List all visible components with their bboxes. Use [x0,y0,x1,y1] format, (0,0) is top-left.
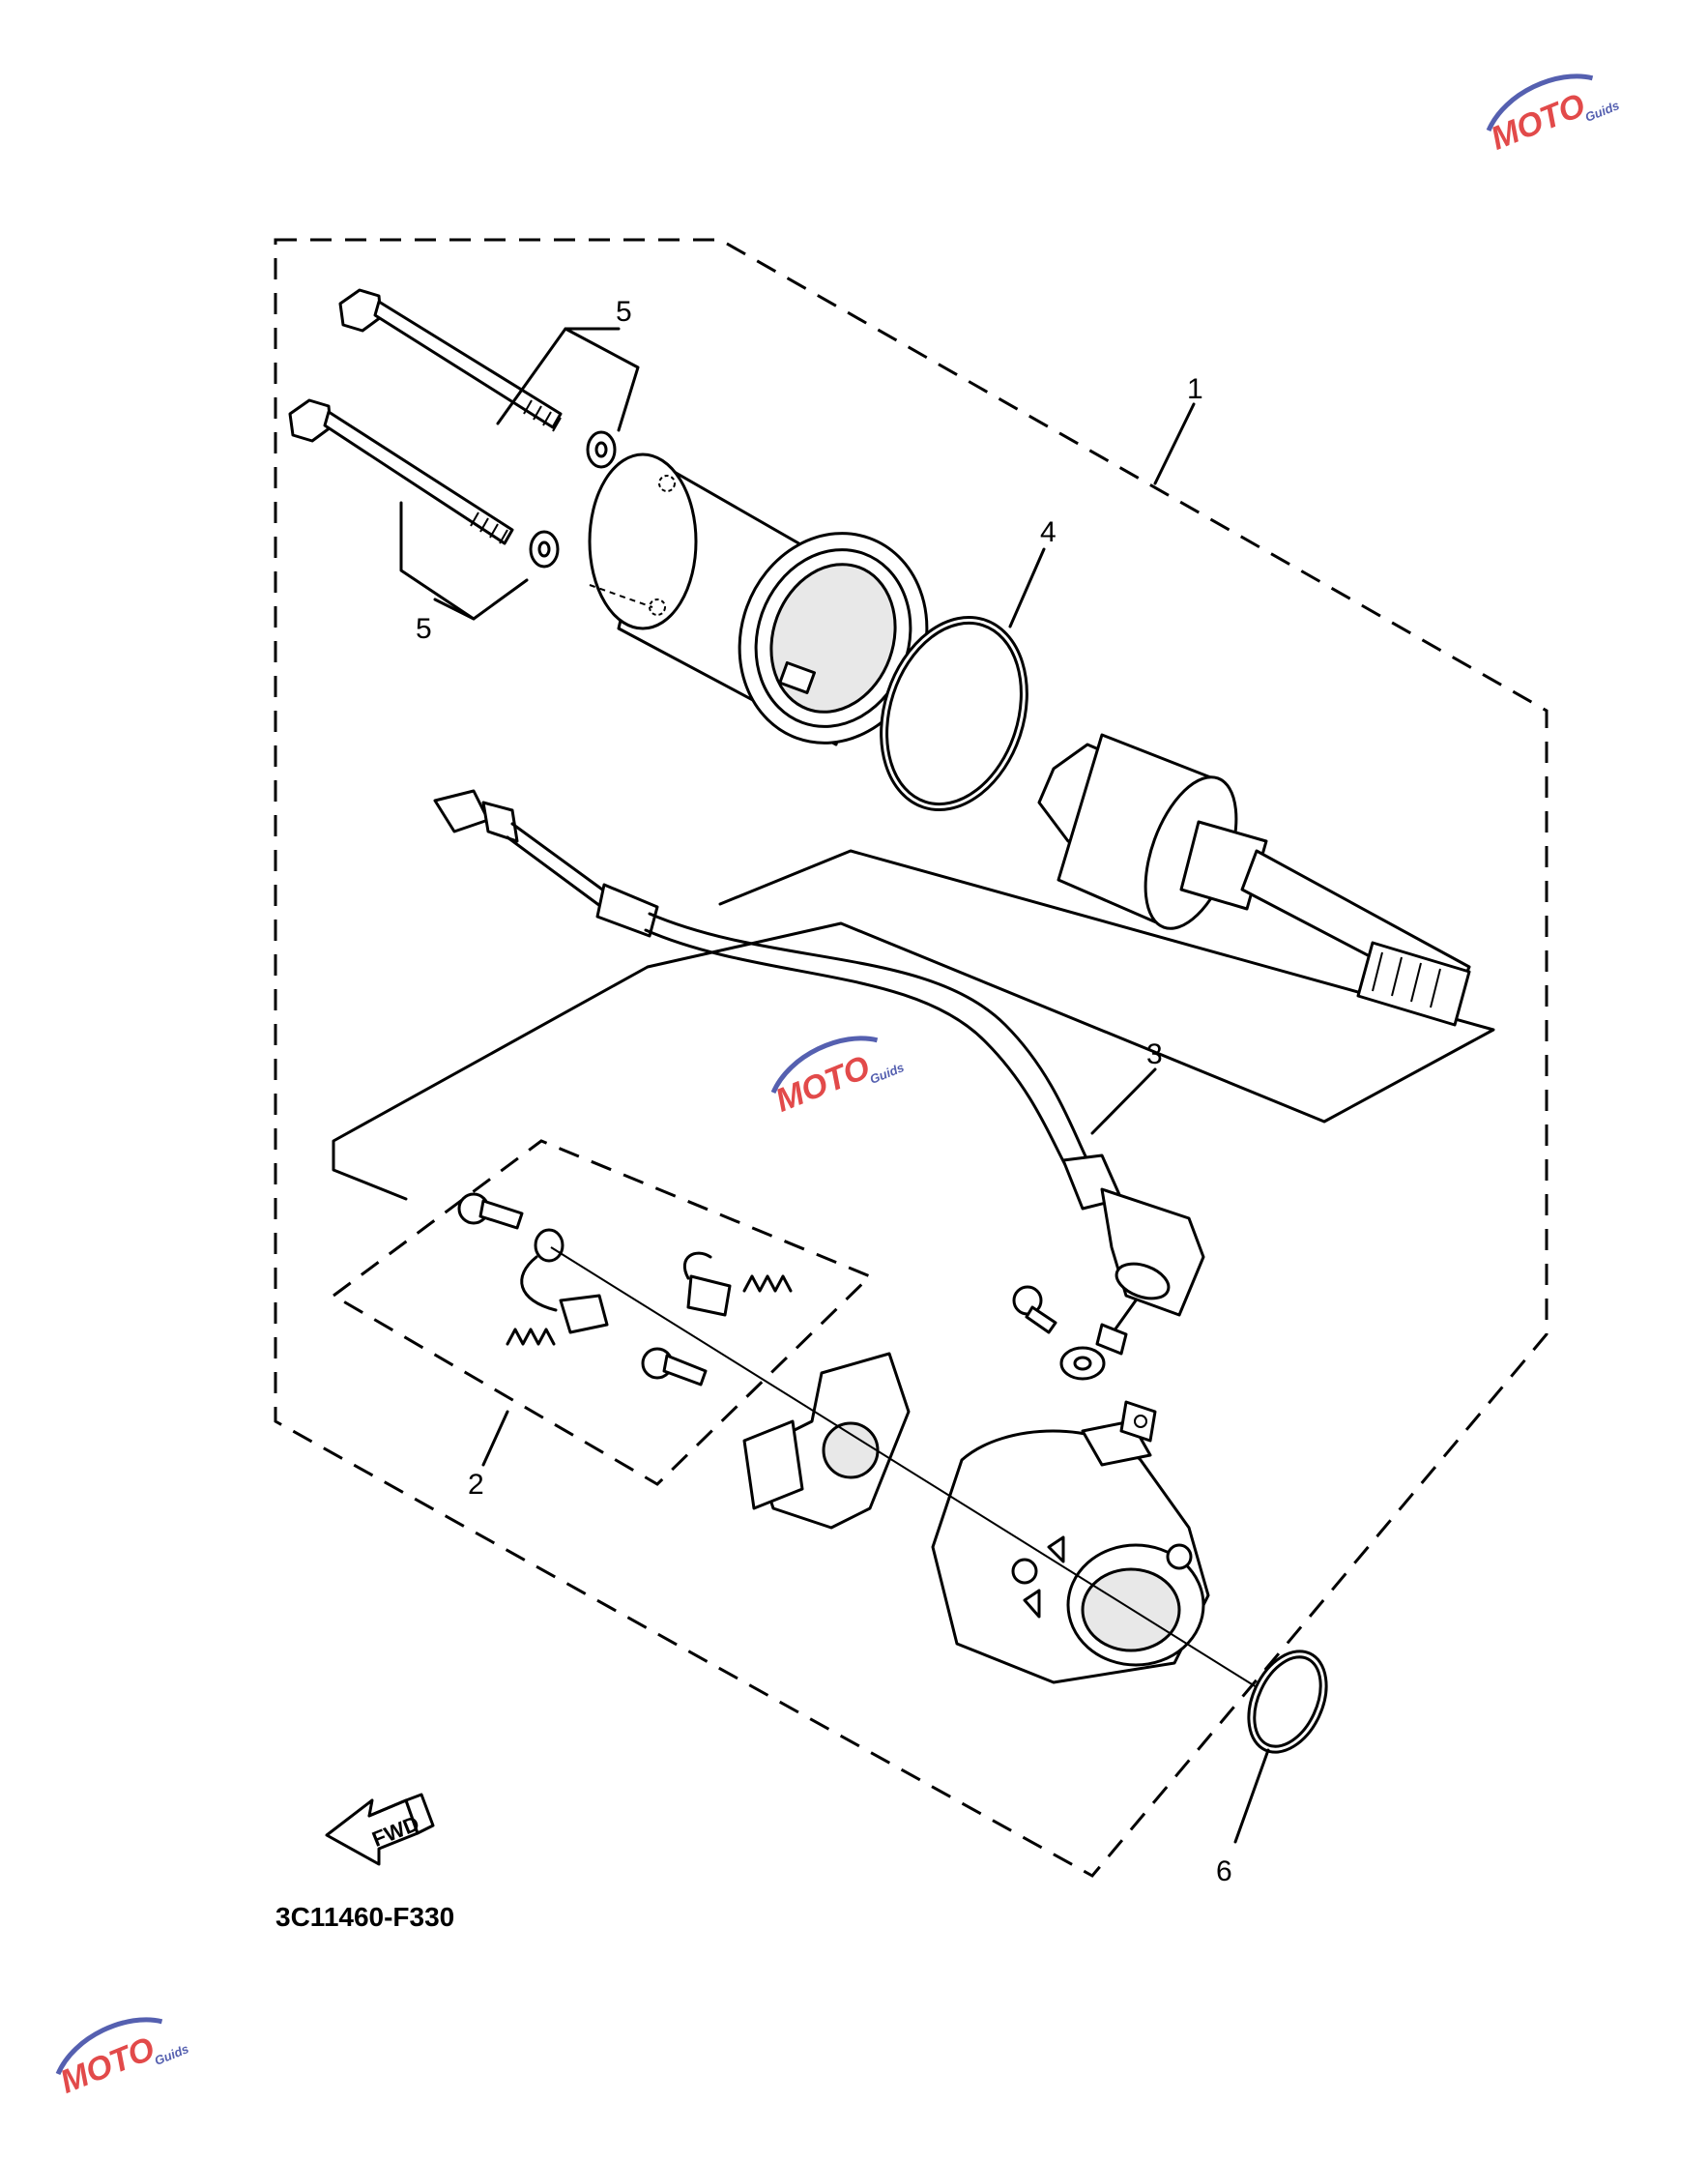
svg-text:Guids: Guids [1583,98,1622,125]
brush-holder-screw [457,1192,524,1230]
callout-5-lower: 5 [416,613,432,645]
washer-lower [529,530,560,569]
watermark-logo-top: MOTO Guids [1486,73,1622,158]
svg-text:Guids: Guids [153,2041,191,2068]
callout-1: 1 [1187,373,1203,405]
armature-frame [332,849,1495,1201]
brush-spring-upper [742,1274,793,1293]
front-cover [931,1400,1210,1684]
callout-5-lower-bracket [399,501,529,621]
callout-4: 4 [1040,516,1057,548]
o-ring-4 [880,615,1028,812]
callout-3: 3 [1146,1038,1163,1070]
brush-plate-screw [641,1347,708,1387]
diagram-code: 3C11460-F330 [275,1902,454,1932]
terminal-screw [1012,1285,1057,1334]
callout-2: 2 [468,1469,484,1501]
brush-holder-plate [742,1352,911,1530]
lead-wire [433,789,1205,1381]
through-bolt-lower [288,398,514,545]
callout-6-leader [1233,1748,1270,1844]
brush-spring-lower [506,1328,556,1346]
callout-4-leader [1008,547,1046,628]
callout-5-upper: 5 [616,296,632,328]
callout-3-leader [1090,1067,1157,1135]
svg-text:MOTO: MOTO [770,1049,875,1120]
watermark-logo-bottom: MOTO Guids [55,2017,191,2101]
callout-1-leader [1153,402,1196,485]
assembly-axis [550,1246,1258,1688]
armature [1037,733,1471,1027]
callout-5-upper-bracket [496,327,640,432]
callout-2-leader [481,1410,509,1467]
svg-text:Guids: Guids [868,1060,907,1087]
svg-text:MOTO: MOTO [55,2030,159,2101]
brush-with-lead [520,1228,609,1334]
callout-5-lower-tick [433,598,476,621]
fwd-arrow-icon: FWD [325,1793,435,1866]
brush-single [682,1251,732,1317]
assembly-boundary [274,238,1549,1878]
through-bolt-upper [338,288,563,432]
callout-6: 6 [1216,1855,1232,1887]
svg-text:MOTO: MOTO [1486,87,1590,158]
watermark-logo-middle: MOTO Guids [770,1036,907,1120]
washer-upper [586,430,617,469]
o-ring-6 [1247,1650,1328,1754]
motor-yoke [588,453,929,746]
